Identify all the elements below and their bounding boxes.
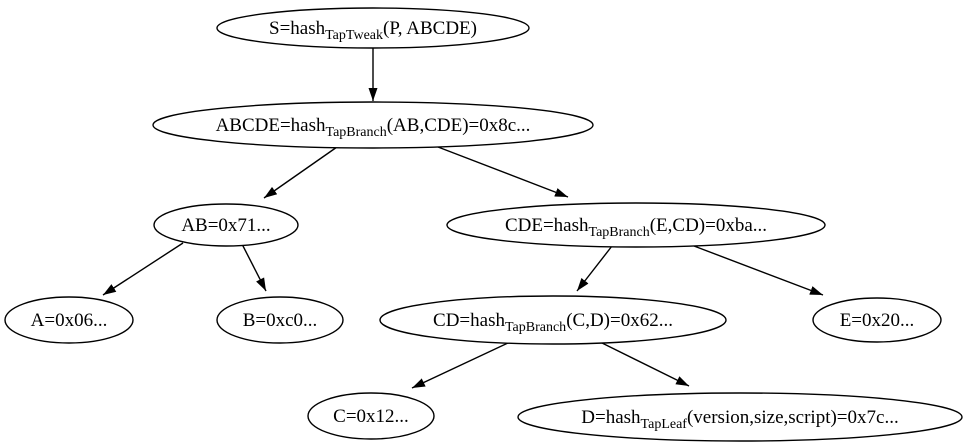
node-CD-label: CD=hashTapBranch(C,D)=0x62...	[433, 310, 673, 335]
edge-CD-D	[599, 341, 690, 387]
node-B: B=0xc0...	[216, 296, 344, 344]
node-B-label: B=0xc0...	[243, 310, 318, 331]
node-S: S=hashTapTweak(P, ABCDE)	[216, 7, 530, 49]
node-D-ellipse	[517, 392, 963, 442]
edge-ABCDE-CDE	[437, 146, 569, 198]
edge-CD-C	[411, 341, 511, 389]
node-CDE-label: CDE=hashTapBranch(E,CD)=0xba...	[505, 215, 767, 240]
node-CDE: CDE=hashTapBranch(E,CD)=0xba...	[446, 202, 826, 248]
node-AB: AB=0x71...	[153, 203, 299, 247]
node-D-label: D=hashTapLeaf(version,size,script)=0x7c.…	[581, 407, 898, 432]
node-C-label: C=0x12...	[333, 406, 409, 427]
node-E: E=0x20...	[812, 297, 942, 343]
node-C-ellipse	[307, 392, 435, 440]
node-S-label: S=hashTapTweak(P, ABCDE)	[269, 18, 477, 43]
node-S-ellipse	[216, 7, 530, 49]
edge-CDE-E	[693, 245, 824, 296]
node-B-ellipse	[216, 296, 344, 344]
node-A-ellipse	[4, 296, 134, 344]
edges	[102, 48, 824, 389]
node-A-label: A=0x06...	[31, 310, 108, 331]
node-ABCDE: ABCDE=hashTapBranch(AB,CDE)=0x8c...	[152, 101, 594, 149]
node-CD-ellipse	[379, 295, 727, 345]
node-C: C=0x12...	[307, 392, 435, 440]
node-ABCDE-label: ABCDE=hashTapBranch(AB,CDE)=0x8c...	[216, 115, 531, 140]
node-E-label: E=0x20...	[840, 310, 915, 331]
node-CDE-ellipse	[446, 202, 826, 248]
edge-CDE-CD	[576, 245, 613, 292]
edge-AB-A	[102, 242, 184, 296]
edge-AB-B	[241, 243, 267, 292]
node-AB-label: AB=0x71...	[181, 215, 270, 236]
node-AB-ellipse	[153, 203, 299, 247]
node-A: A=0x06...	[4, 296, 134, 344]
node-D: D=hashTapLeaf(version,size,script)=0x7c.…	[517, 392, 963, 442]
edge-ABCDE-AB	[263, 146, 338, 199]
node-E-ellipse	[812, 297, 942, 343]
node-CD: CD=hashTapBranch(C,D)=0x62...	[379, 295, 727, 345]
node-ABCDE-ellipse	[152, 101, 594, 149]
